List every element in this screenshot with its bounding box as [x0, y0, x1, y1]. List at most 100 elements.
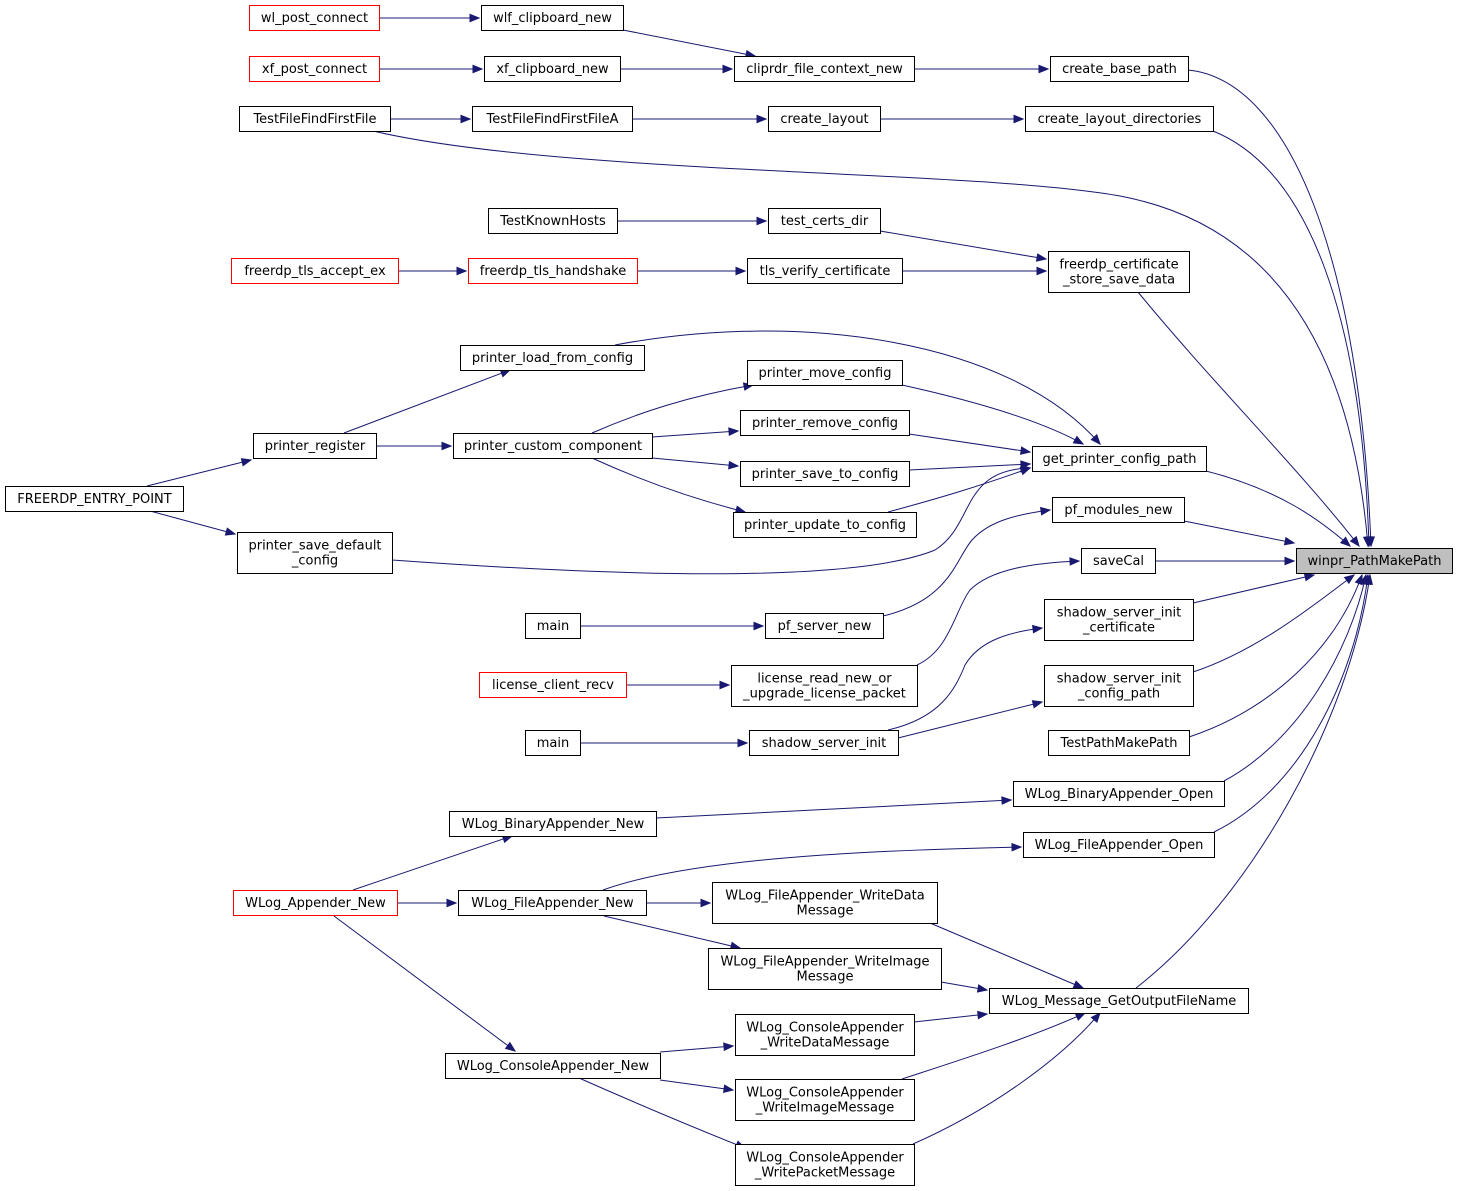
node-box[interactable] — [735, 1014, 915, 1056]
node-FREERDP_ENTRY_POINT[interactable]: FREERDP_ENTRY_POINT — [5, 486, 184, 512]
node-box[interactable] — [472, 106, 633, 132]
node-TestFileFindFirstFile[interactable]: TestFileFindFirstFile — [239, 106, 391, 132]
node-box[interactable] — [731, 665, 918, 707]
node-box[interactable] — [1081, 548, 1156, 574]
node-box[interactable] — [5, 486, 184, 512]
node-box[interactable] — [734, 56, 915, 82]
node-WLog_ConsoleAppender_New[interactable]: WLog_ConsoleAppender_New — [445, 1053, 661, 1079]
node-winpr_PathMakePath[interactable]: winpr_PathMakePath — [1296, 548, 1453, 574]
node-box[interactable] — [449, 811, 657, 837]
node-box[interactable] — [733, 512, 917, 538]
node-WLog_FileAppender_WriteImageMessage[interactable]: WLog_FileAppender_WriteImageMessage — [708, 948, 942, 990]
node-cliprdr_file_context_new[interactable]: cliprdr_file_context_new — [734, 56, 915, 82]
node-shadow_server_init_config_path[interactable]: shadow_server_init_config_path — [1044, 665, 1194, 707]
node-WLog_Message_GetOutputFileName[interactable]: WLog_Message_GetOutputFileName — [989, 988, 1249, 1014]
node-WLog_Appender_New[interactable]: WLog_Appender_New — [233, 890, 398, 916]
node-printer_update_to_config[interactable]: printer_update_to_config — [733, 512, 917, 538]
node-box[interactable] — [231, 258, 399, 284]
node-box[interactable] — [1044, 665, 1194, 707]
node-box[interactable] — [484, 56, 621, 82]
node-box[interactable] — [1025, 106, 1214, 132]
node-freerdp_tls_handshake[interactable]: freerdp_tls_handshake — [468, 258, 638, 284]
node-box[interactable] — [249, 56, 380, 82]
node-main_shadow[interactable]: main — [525, 730, 581, 756]
node-box[interactable] — [712, 882, 938, 924]
node-box[interactable] — [740, 461, 910, 487]
node-box[interactable] — [525, 613, 581, 639]
node-test_certs_dir[interactable]: test_certs_dir — [768, 208, 881, 234]
node-xf_clipboard_new[interactable]: xf_clipboard_new — [484, 56, 621, 82]
node-box[interactable] — [989, 988, 1249, 1014]
node-shadow_server_init[interactable]: shadow_server_init — [749, 730, 899, 756]
node-TestFileFindFirstFileA[interactable]: TestFileFindFirstFileA — [472, 106, 633, 132]
node-get_printer_config_path[interactable]: get_printer_config_path — [1032, 446, 1207, 472]
node-box[interactable] — [747, 258, 903, 284]
node-box[interactable] — [765, 613, 884, 639]
node-box[interactable] — [1052, 497, 1185, 523]
node-printer_save_to_config[interactable]: printer_save_to_config — [740, 461, 910, 487]
node-WLog_ConsoleAppender_WritePacketMessage[interactable]: WLog_ConsoleAppender_WritePacketMessage — [735, 1144, 915, 1186]
node-pf_server_new[interactable]: pf_server_new — [765, 613, 884, 639]
node-box[interactable] — [445, 1053, 661, 1079]
node-create_layout[interactable]: create_layout — [768, 106, 881, 132]
node-box[interactable] — [768, 208, 881, 234]
node-box[interactable] — [747, 360, 903, 386]
node-box[interactable] — [453, 433, 653, 459]
node-WLog_ConsoleAppender_WriteDataMessage[interactable]: WLog_ConsoleAppender_WriteDataMessage — [735, 1014, 915, 1056]
node-printer_save_default_config[interactable]: printer_save_default_config — [237, 532, 393, 574]
node-license_client_recv[interactable]: license_client_recv — [479, 672, 627, 698]
node-printer_remove_config[interactable]: printer_remove_config — [740, 410, 910, 436]
node-freerdp_certificate_store_save_data[interactable]: freerdp_certificate_store_save_data — [1048, 251, 1190, 293]
node-box[interactable] — [708, 948, 942, 990]
node-printer_register[interactable]: printer_register — [253, 433, 377, 459]
node-box[interactable] — [1048, 730, 1190, 756]
node-box[interactable] — [460, 345, 645, 371]
node-freerdp_tls_accept_ex[interactable]: freerdp_tls_accept_ex — [231, 258, 399, 284]
node-box[interactable] — [1048, 251, 1190, 293]
node-box[interactable] — [1023, 832, 1215, 858]
node-tls_verify_certificate[interactable]: tls_verify_certificate — [747, 258, 903, 284]
node-box[interactable] — [488, 208, 618, 234]
node-TestKnownHosts[interactable]: TestKnownHosts — [488, 208, 618, 234]
node-box[interactable] — [525, 730, 581, 756]
node-box[interactable] — [1032, 446, 1207, 472]
node-WLog_FileAppender_Open[interactable]: WLog_FileAppender_Open — [1023, 832, 1215, 858]
node-printer_move_config[interactable]: printer_move_config — [747, 360, 903, 386]
node-box[interactable] — [458, 890, 647, 916]
node-license_read_new_or_upgrade_license_packet[interactable]: license_read_new_or_upgrade_license_pack… — [731, 665, 918, 707]
node-TestPathMakePath[interactable]: TestPathMakePath — [1048, 730, 1190, 756]
node-pf_modules_new[interactable]: pf_modules_new — [1052, 497, 1185, 523]
node-box[interactable] — [479, 672, 627, 698]
node-WLog_FileAppender_WriteDataMessage[interactable]: WLog_FileAppender_WriteDataMessage — [712, 882, 938, 924]
node-printer_load_from_config[interactable]: printer_load_from_config — [460, 345, 645, 371]
node-box[interactable] — [481, 5, 624, 31]
node-box[interactable] — [253, 433, 377, 459]
node-shadow_server_init_certificate[interactable]: shadow_server_init_certificate — [1044, 599, 1194, 641]
node-WLog_ConsoleAppender_WriteImageMessage[interactable]: WLog_ConsoleAppender_WriteImageMessage — [735, 1079, 915, 1121]
node-WLog_BinaryAppender_Open[interactable]: WLog_BinaryAppender_Open — [1013, 781, 1225, 807]
node-box[interactable] — [468, 258, 638, 284]
node-box[interactable] — [749, 730, 899, 756]
node-box[interactable] — [768, 106, 881, 132]
node-box[interactable] — [249, 5, 380, 31]
node-wl_post_connect[interactable]: wl_post_connect — [249, 5, 380, 31]
node-create_layout_directories[interactable]: create_layout_directories — [1025, 106, 1214, 132]
node-xf_post_connect[interactable]: xf_post_connect — [249, 56, 380, 82]
node-saveCal[interactable]: saveCal — [1081, 548, 1156, 574]
node-box[interactable] — [237, 532, 393, 574]
node-box[interactable] — [740, 410, 910, 436]
node-box[interactable] — [239, 106, 391, 132]
node-box[interactable] — [735, 1079, 915, 1121]
node-WLog_FileAppender_New[interactable]: WLog_FileAppender_New — [458, 890, 647, 916]
node-WLog_BinaryAppender_New[interactable]: WLog_BinaryAppender_New — [449, 811, 657, 837]
node-box[interactable] — [735, 1144, 915, 1186]
node-box[interactable] — [233, 890, 398, 916]
node-box[interactable] — [1050, 56, 1189, 82]
node-wlf_clipboard_new[interactable]: wlf_clipboard_new — [481, 5, 624, 31]
node-box[interactable] — [1296, 548, 1453, 574]
node-box[interactable] — [1044, 599, 1194, 641]
node-main_pf[interactable]: main — [525, 613, 581, 639]
node-printer_custom_component[interactable]: printer_custom_component — [453, 433, 653, 459]
node-box[interactable] — [1013, 781, 1225, 807]
node-create_base_path[interactable]: create_base_path — [1050, 56, 1189, 82]
